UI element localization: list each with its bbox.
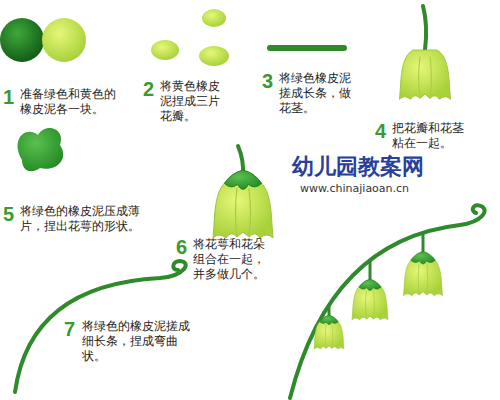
calyx xyxy=(411,252,435,265)
callout-number: 7 xyxy=(64,318,75,340)
callout-number: 3 xyxy=(262,70,273,92)
calyx xyxy=(224,170,261,189)
flower xyxy=(400,50,451,99)
calyx-sheet xyxy=(18,128,64,171)
callout-number: 1 xyxy=(3,86,14,108)
stem xyxy=(270,45,344,51)
callout-number: 4 xyxy=(375,120,386,142)
callout-number: 6 xyxy=(176,236,187,258)
calyx xyxy=(359,279,381,291)
calyx xyxy=(320,315,339,325)
step-text: 把花瓣和花茎粘在一起。 xyxy=(392,121,472,151)
callout-number: 5 xyxy=(3,203,14,225)
step-text: 将黄色橡皮泥捏成三片花瓣。 xyxy=(160,79,228,124)
petal xyxy=(202,9,226,27)
petal xyxy=(199,46,229,66)
stem xyxy=(423,6,426,50)
step-text: 将花萼和花朵组合在一起，并多做几个。 xyxy=(193,237,273,282)
clay-ball xyxy=(0,18,44,62)
step-text: 将绿色橡皮泥搓成长条，做花茎。 xyxy=(279,71,359,116)
curved-stem xyxy=(290,205,485,398)
callout-number: 2 xyxy=(143,78,154,100)
watermark-url: www.chinajiaoan.cn xyxy=(300,182,409,195)
step-text: 将绿色的橡皮泥搓成细长条，捏成弯曲状。 xyxy=(82,319,190,364)
petal xyxy=(151,40,179,60)
step-text: 将绿色的橡皮泥压成薄片，捏出花萼的形状。 xyxy=(20,204,140,234)
step-text: 准备绿色和黄色的橡皮泥各一块。 xyxy=(20,87,116,117)
watermark: 幼儿园教案网 xyxy=(292,154,424,180)
clay-ball xyxy=(42,18,86,62)
